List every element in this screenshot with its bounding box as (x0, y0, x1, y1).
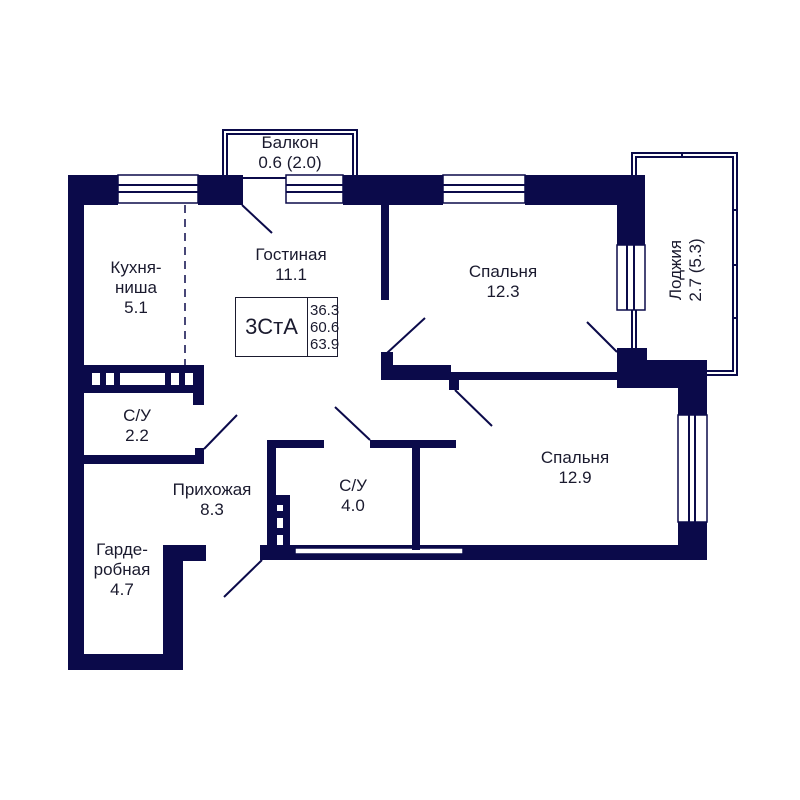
room-name-line2: ниша (115, 278, 157, 297)
room-name: Гостиная (255, 245, 327, 264)
room-area: 0.6 (2.0) (258, 153, 322, 172)
room-area: 12.9 (558, 468, 592, 487)
room-bathroom-2: С/У 4.0 (339, 476, 367, 516)
room-bedroom-1: Спальня 12.3 (469, 262, 537, 302)
room-hallway: Прихожая 8.3 (173, 480, 252, 520)
room-name: Лоджия (666, 239, 685, 301)
room-living-room: Гостиная 11.1 (255, 245, 326, 285)
room-kitchen: Кухня- ниша 5.1 (110, 258, 161, 318)
room-name: Спальня (468, 262, 538, 281)
door-swings (203, 204, 618, 598)
room-area: 11.1 (275, 265, 307, 284)
room-area: 8.3 (200, 500, 224, 519)
apartment-info-box: 3СтА 36.3 60.6 63.9 (235, 297, 339, 357)
exterior-walls (68, 175, 707, 670)
room-area: 2.7 (5.3) (686, 238, 705, 302)
room-name: Прихожая (172, 480, 252, 499)
room-wardrobe: Гарде- робная 4.7 (94, 540, 151, 600)
apartment-areas: 36.3 60.6 63.9 (308, 298, 339, 356)
room-name: С/У (123, 406, 151, 425)
interior-walls (84, 205, 621, 560)
living-area: 36.3 (310, 301, 340, 319)
total-area: 60.6 (310, 318, 340, 336)
room-name-line1: Гарде- (96, 540, 148, 559)
room-area: 12.3 (486, 282, 520, 301)
room-bedroom-2: Спальня 12.9 (541, 448, 609, 488)
room-name: С/У (339, 476, 367, 495)
room-area: 5.1 (124, 298, 148, 317)
total-area-with-balconies: 63.9 (310, 335, 340, 353)
room-bathroom-1: С/У 2.2 (123, 406, 151, 446)
room-area: 4.7 (110, 580, 134, 599)
room-balcony: Балкон 0.6 (2.0) (258, 133, 321, 173)
room-name: Спальня (540, 448, 610, 467)
room-name: Балкон (261, 133, 319, 152)
room-name-line1: Кухня- (110, 258, 162, 277)
room-loggia: Лоджия 2.7 (5.3) (666, 238, 706, 301)
windows (117, 174, 708, 555)
room-area: 4.0 (341, 496, 365, 515)
room-name-line2: робная (93, 560, 151, 579)
apartment-type-code: 3СтА (236, 298, 308, 356)
room-area: 2.2 (125, 426, 149, 445)
